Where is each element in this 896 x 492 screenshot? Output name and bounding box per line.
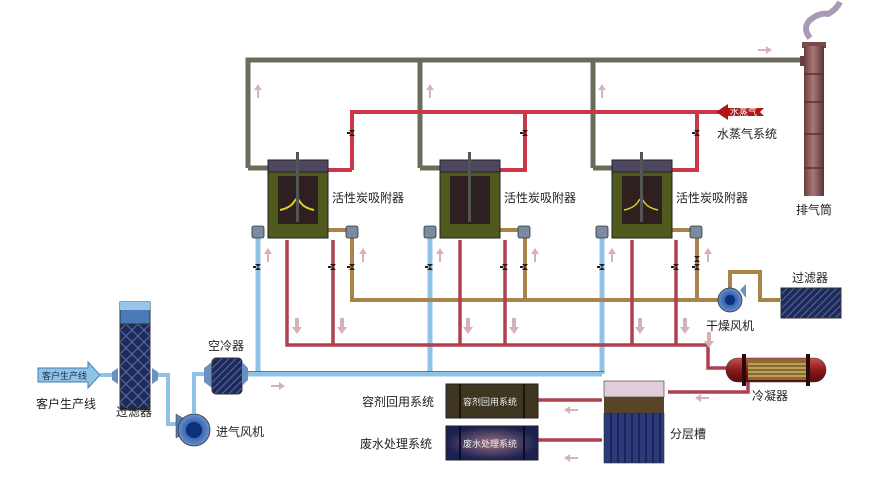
condensate-pipes xyxy=(285,240,750,442)
solvent-reuse-label: 容剂回用系统 xyxy=(362,394,434,409)
valve-icon[interactable] xyxy=(328,264,336,270)
steam-inlet-tag: 水蒸气 xyxy=(716,104,764,120)
wastewater-box[interactable]: 废水处理系统 xyxy=(445,425,539,461)
exhaust-stack-label: 排气筒 xyxy=(796,202,832,217)
separator-tank[interactable] xyxy=(603,380,665,464)
valve-icon[interactable] xyxy=(347,130,355,136)
valve-icon[interactable] xyxy=(253,264,261,270)
arrow-down-icon xyxy=(635,318,645,334)
solvent-reuse-box[interactable]: 容剂回用系统 xyxy=(445,383,539,419)
drying-fan[interactable] xyxy=(717,284,746,313)
production-line-label: 客户生产线 xyxy=(36,396,96,411)
arrow-left-icon xyxy=(695,394,709,402)
production-line-arrow: 客户生产线 xyxy=(37,360,101,390)
arrow-left-icon xyxy=(564,454,578,462)
adsorber-2-label: 活性炭吸附器 xyxy=(504,191,576,205)
adsorber-3[interactable] xyxy=(611,152,673,239)
arrow-up-icon xyxy=(359,248,367,262)
flow-arrows xyxy=(254,46,772,462)
arrow-up-icon xyxy=(598,84,606,98)
wastewater-label: 废水处理系统 xyxy=(360,436,432,451)
valve-icon[interactable] xyxy=(500,264,508,270)
adsorber-2[interactable] xyxy=(439,152,501,239)
valve-icon[interactable] xyxy=(520,264,528,270)
arrow-down-icon xyxy=(292,318,302,334)
drying-pipes xyxy=(328,228,780,302)
steam-tag-text: 水蒸气 xyxy=(730,106,757,118)
arrow-right-icon xyxy=(758,46,772,54)
valve-icon[interactable] xyxy=(671,264,679,270)
valve-icon[interactable] xyxy=(597,264,605,270)
right-filter[interactable] xyxy=(780,287,842,319)
arrow-up-icon xyxy=(704,248,712,262)
air-pipes xyxy=(245,232,605,377)
valve-icon[interactable] xyxy=(520,130,528,136)
arrow-up-icon xyxy=(436,248,444,262)
left-filter[interactable] xyxy=(112,301,158,411)
arrow-down-icon xyxy=(680,318,690,334)
arrow-up-icon xyxy=(426,84,434,98)
right-filter-label: 过滤器 xyxy=(792,271,828,285)
solvent-reuse-box-text: 容剂回用系统 xyxy=(463,396,517,408)
steam-system-label: 水蒸气系统 xyxy=(717,126,777,141)
arrow-up-icon xyxy=(608,248,616,262)
adsorber-1[interactable] xyxy=(267,152,329,239)
arrow-down-icon xyxy=(704,332,714,348)
drying-fan-label: 干燥风机 xyxy=(706,319,754,333)
wastewater-box-text: 废水处理系统 xyxy=(463,438,517,450)
separator-label: 分层槽 xyxy=(670,427,706,441)
adsorber-3-label: 活性炭吸附器 xyxy=(676,191,748,205)
left-filter-label: 过滤器 xyxy=(116,405,152,419)
exhaust-stack[interactable] xyxy=(800,0,843,196)
air-cooler-label: 空冷器 xyxy=(208,339,244,353)
arrow-right-icon xyxy=(271,382,285,390)
intake-fan-label: 进气风机 xyxy=(216,424,264,439)
valve-icon[interactable] xyxy=(692,130,700,136)
arrow-up-icon xyxy=(531,248,539,262)
adsorber-connectors xyxy=(251,225,703,239)
arrow-down-icon xyxy=(337,318,347,334)
intake-fan[interactable] xyxy=(175,413,211,447)
condenser-label: 冷凝器 xyxy=(752,388,788,403)
valve-icon[interactable] xyxy=(425,264,433,270)
arrow-down-icon xyxy=(509,318,519,334)
valve-icon[interactable] xyxy=(694,256,700,262)
arrow-up-icon xyxy=(254,84,262,98)
arrow-down-icon xyxy=(463,318,473,334)
condenser[interactable] xyxy=(725,354,827,386)
valve-icon[interactable] xyxy=(347,264,355,270)
adsorber-1-label: 活性炭吸附器 xyxy=(332,191,404,205)
production-line-tag: 客户生产线 xyxy=(42,370,87,382)
valve-icon[interactable] xyxy=(692,264,700,270)
air-cooler[interactable] xyxy=(204,357,248,395)
arrow-left-icon xyxy=(564,406,578,414)
valves xyxy=(253,130,700,270)
arrow-up-icon xyxy=(264,248,272,262)
